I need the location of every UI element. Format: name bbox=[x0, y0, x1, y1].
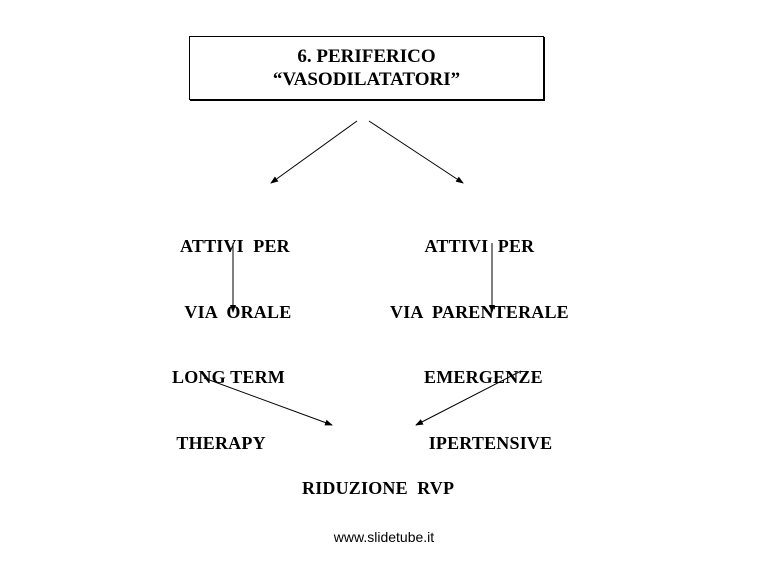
footer-url: www.slidetube.it bbox=[333, 529, 435, 545]
arrow-long-term-to-result bbox=[203, 377, 333, 426]
node-result-line-1: RIDUZIONE RVP bbox=[302, 478, 455, 498]
node-long-term: LONG TERM THERAPY bbox=[172, 322, 285, 476]
arrow-emergency-to-result bbox=[415, 370, 522, 426]
node-oral-line-2: VIA ORALE bbox=[180, 302, 292, 322]
node-result: RIDUZIONE RVP bbox=[302, 433, 454, 521]
title-line-2: “VASODILATATORI” bbox=[272, 69, 461, 90]
node-oral: ATTIVI PER VIA ORALE bbox=[180, 191, 291, 345]
node-parenteral: ATTIVI PER VIA PARENTERALE bbox=[390, 191, 569, 345]
arrow-title-to-oral bbox=[270, 120, 358, 184]
node-emergency: EMERGENZE IPERTENSIVE bbox=[424, 322, 552, 476]
node-long-term-line-1: LONG TERM bbox=[172, 367, 285, 387]
title-box: 6. PERIFERICO “VASODILATATORI” bbox=[189, 36, 544, 100]
node-emergency-line-2: IPERTENSIVE bbox=[424, 433, 553, 453]
node-oral-line-1: ATTIVI PER bbox=[180, 236, 290, 256]
node-parenteral-line-1: ATTIVI PER bbox=[424, 236, 535, 256]
node-parenteral-line-2: VIA PARENTERALE bbox=[390, 302, 569, 322]
arrow-title-to-parenteral bbox=[368, 120, 464, 184]
node-emergency-line-1: EMERGENZE bbox=[424, 367, 543, 387]
node-long-term-line-2: THERAPY bbox=[172, 433, 266, 453]
title-line-1: 6. PERIFERICO bbox=[297, 46, 436, 67]
